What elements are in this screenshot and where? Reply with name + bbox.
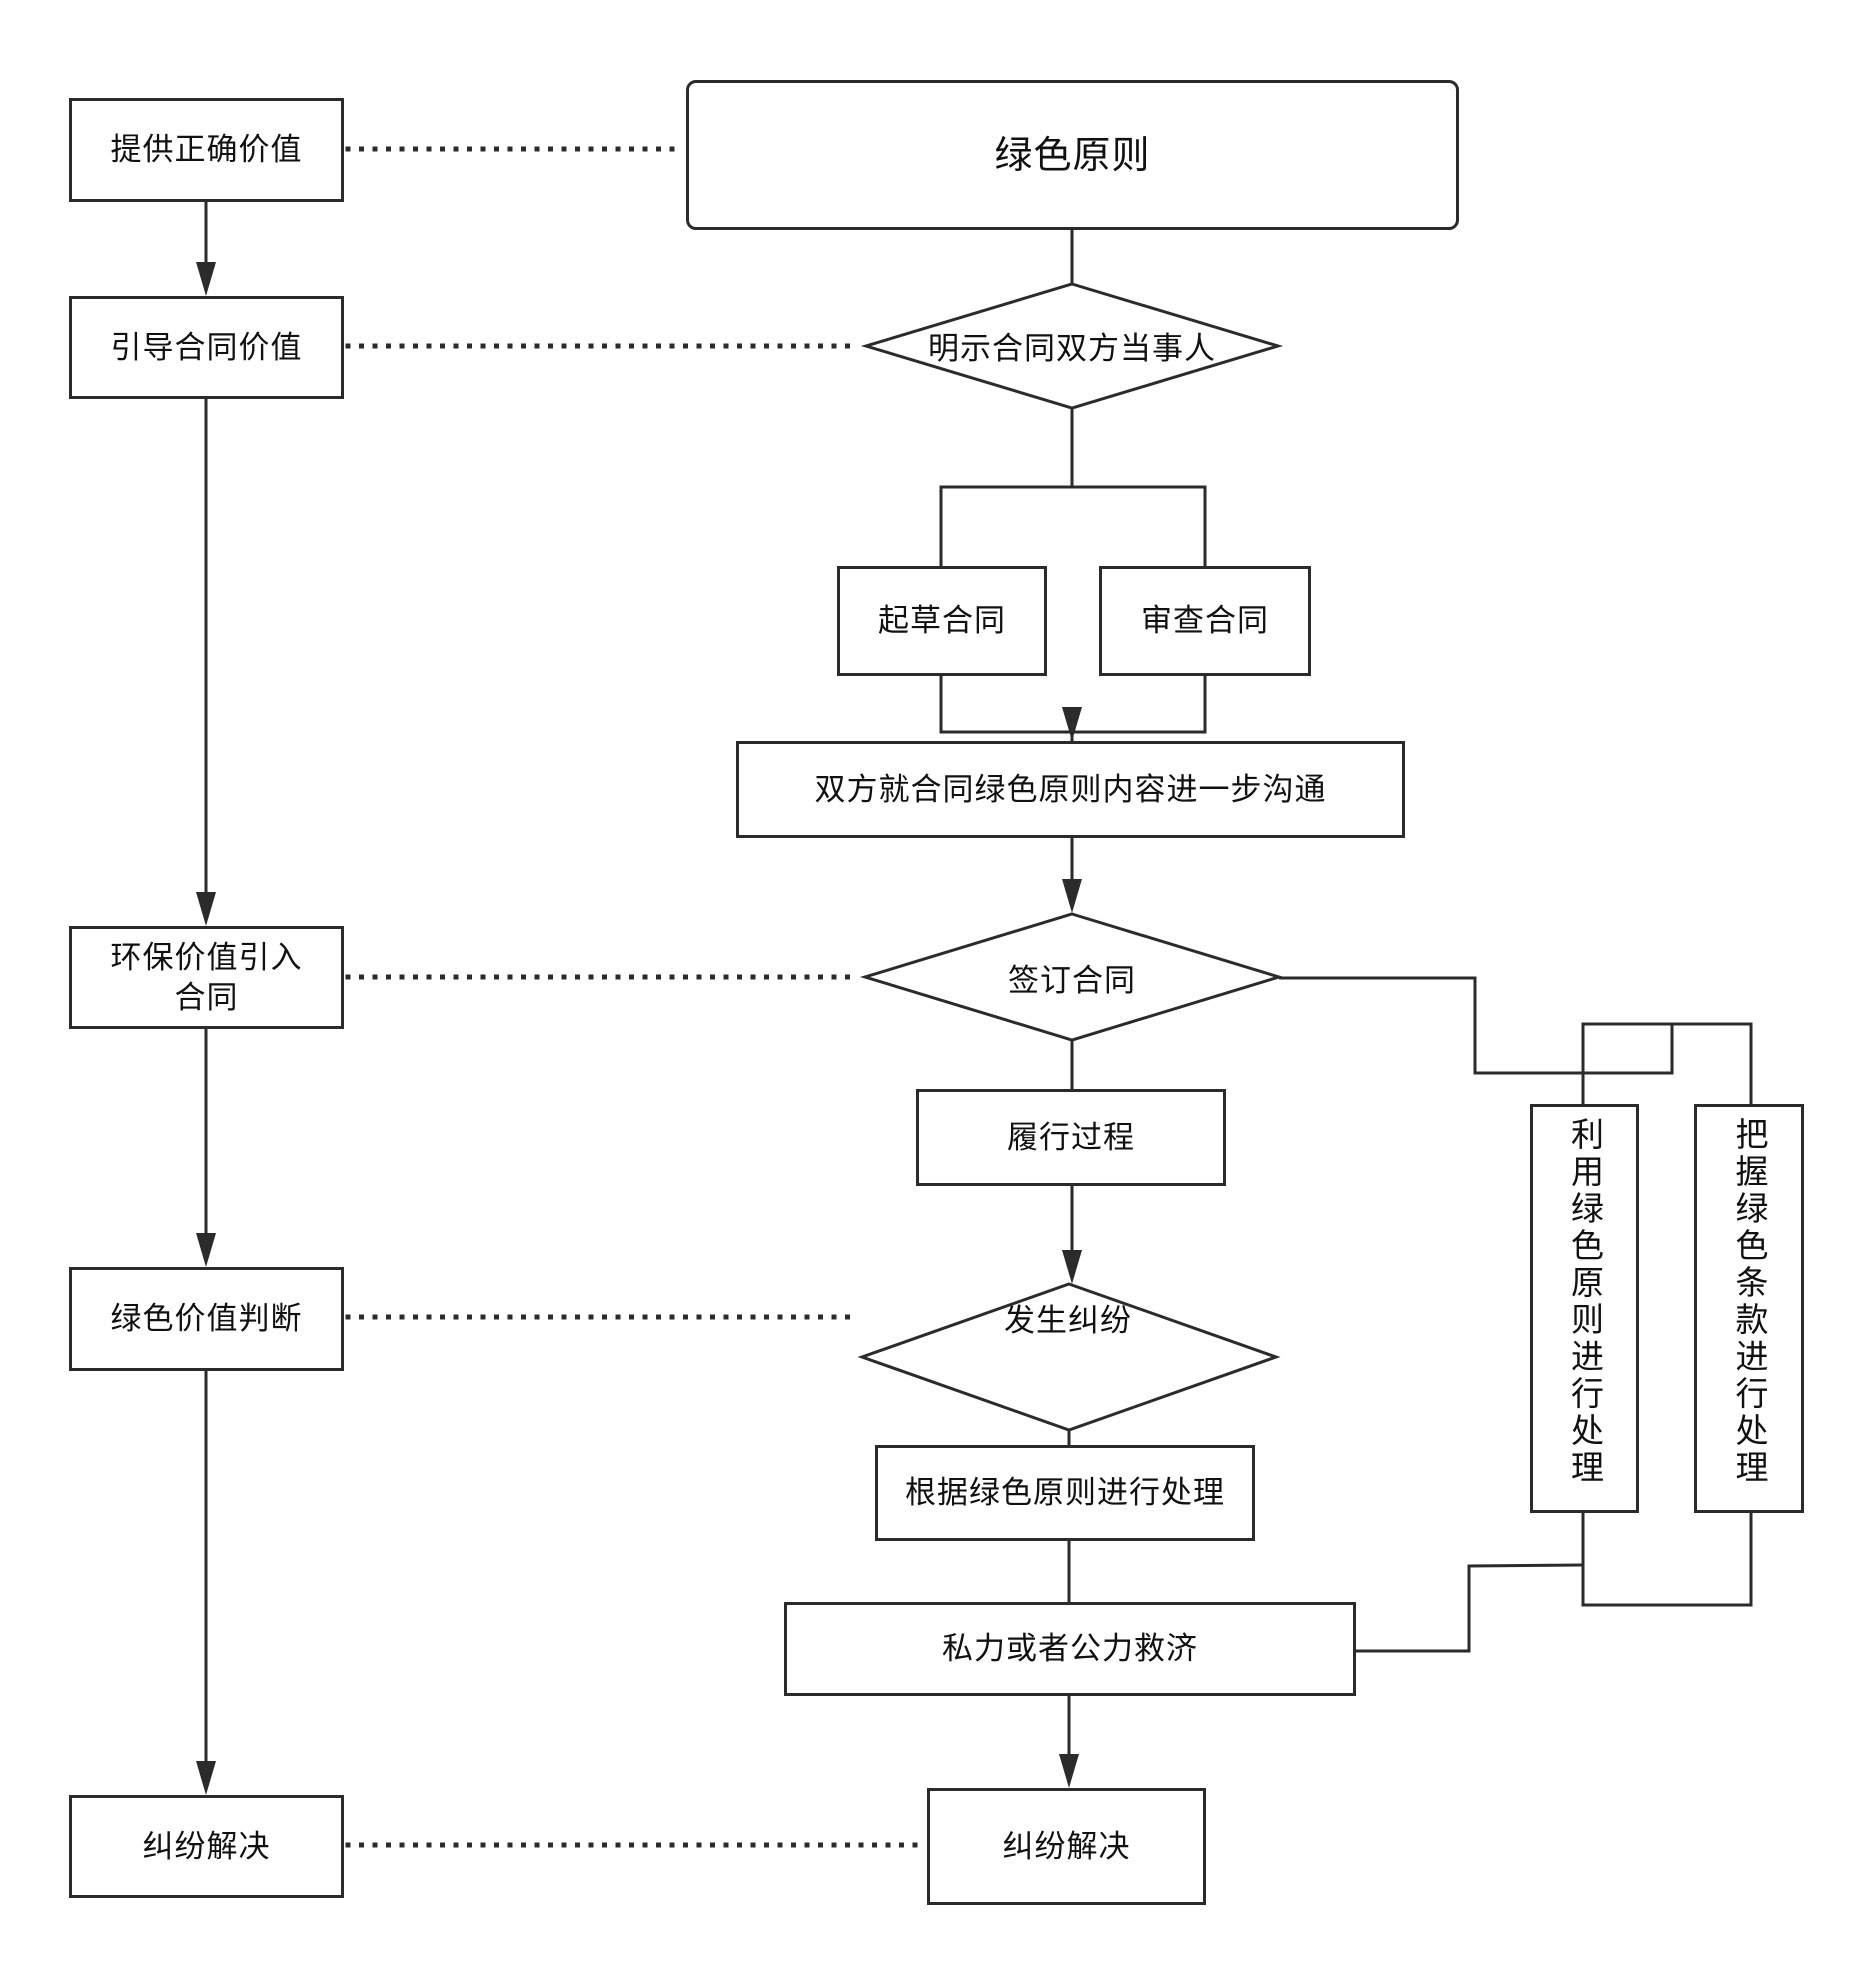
left-box-guide-value-label: 引导合同价值: [110, 329, 303, 366]
arrow-to-dispute: [1062, 1250, 1082, 1284]
sign-contract-label: 签订合同: [1008, 962, 1136, 999]
left-box-dispute-resolved: 纠纷解决: [69, 1795, 344, 1898]
draft-contract-box: 起草合同: [837, 566, 1047, 676]
left-box-green-judgement: 绿色价值判断: [69, 1267, 344, 1371]
clarify-parties-label: 明示合同双方当事人: [928, 330, 1216, 367]
dispute-occurs-diamond: [857, 1282, 1281, 1432]
arrow-to-sign: [1062, 879, 1082, 913]
grasp-clause-label: 把握绿色条款进行处理: [1730, 1117, 1769, 1487]
left-box-provide-value: 提供正确价值: [69, 98, 344, 202]
further-communication-label: 双方就合同绿色原则内容进一步沟通: [814, 771, 1327, 808]
dotted-link-dispute-resolved: [345, 1842, 918, 1848]
branch-merge-connector: [1581, 1513, 1753, 1607]
green-principle-box: 绿色原则: [686, 80, 1459, 230]
arrow-left-4: [196, 1761, 216, 1795]
handle-by-principle-label: 根据绿色原则进行处理: [905, 1475, 1225, 1511]
arrow-to-communication: [1062, 707, 1082, 741]
dotted-link-provide-value: [345, 146, 675, 152]
use-principle-box: 利用绿色原则进行处理: [1530, 1104, 1639, 1513]
review-contract-box: 审查合同: [1099, 566, 1311, 676]
performance-label: 履行过程: [1007, 1119, 1135, 1156]
clarify-parties-decision: 明示合同双方当事人: [862, 300, 1282, 390]
performance-box: 履行过程: [916, 1089, 1226, 1186]
left-box-provide-value-label: 提供正确价值: [110, 132, 303, 168]
remedy-label: 私力或者公力救济: [942, 1631, 1198, 1667]
use-principle-label: 利用绿色原则进行处理: [1565, 1117, 1605, 1487]
sign-contract-decision: 签订合同: [862, 932, 1282, 1022]
dotted-link-green-judgement: [345, 1314, 850, 1320]
green-principle-label: 绿色原则: [994, 133, 1151, 177]
remedy-box: 私力或者公力救济: [784, 1602, 1356, 1696]
further-communication-box: 双方就合同绿色原则内容进一步沟通: [736, 741, 1405, 838]
connector-sign-to-branch: [1279, 976, 1674, 1075]
arrow-left-2: [196, 892, 216, 926]
left-box-guide-value: 引导合同价值: [69, 296, 344, 399]
left-box-dispute-resolved-label: 纠纷解决: [142, 1828, 271, 1865]
split-connector: [939, 485, 1207, 566]
sign-contract-diamond: [859, 912, 1285, 1042]
dispute-resolved-label: 纠纷解决: [1002, 1828, 1131, 1865]
dispute-occurs-decision: 发生纠纷: [858, 1272, 1278, 1362]
connector-branch-to-remedy: [1356, 1563, 1584, 1653]
review-contract-label: 审查合同: [1141, 603, 1269, 639]
branch-split-connector: [1581, 1022, 1753, 1104]
grasp-clause-box: 把握绿色条款进行处理: [1694, 1104, 1804, 1513]
draft-contract-label: 起草合同: [878, 603, 1006, 639]
arrow-to-resolved: [1059, 1754, 1079, 1788]
arrow-left-3: [196, 1233, 216, 1267]
dispute-resolved-box: 纠纷解决: [927, 1788, 1206, 1905]
left-box-eco-value-label: 环保价值引入 合同: [110, 939, 303, 1016]
arrow-left-1: [196, 262, 216, 296]
dispute-occurs-label: 发生纠纷: [1004, 1302, 1132, 1339]
clarify-parties-diamond: [860, 282, 1284, 410]
handle-by-principle-box: 根据绿色原则进行处理: [875, 1445, 1255, 1541]
left-box-green-judgement-label: 绿色价值判断: [110, 1301, 303, 1337]
dotted-link-guide-value: [345, 343, 850, 349]
dotted-link-eco-value: [345, 974, 850, 980]
left-box-eco-value: 环保价值引入 合同: [69, 926, 344, 1029]
